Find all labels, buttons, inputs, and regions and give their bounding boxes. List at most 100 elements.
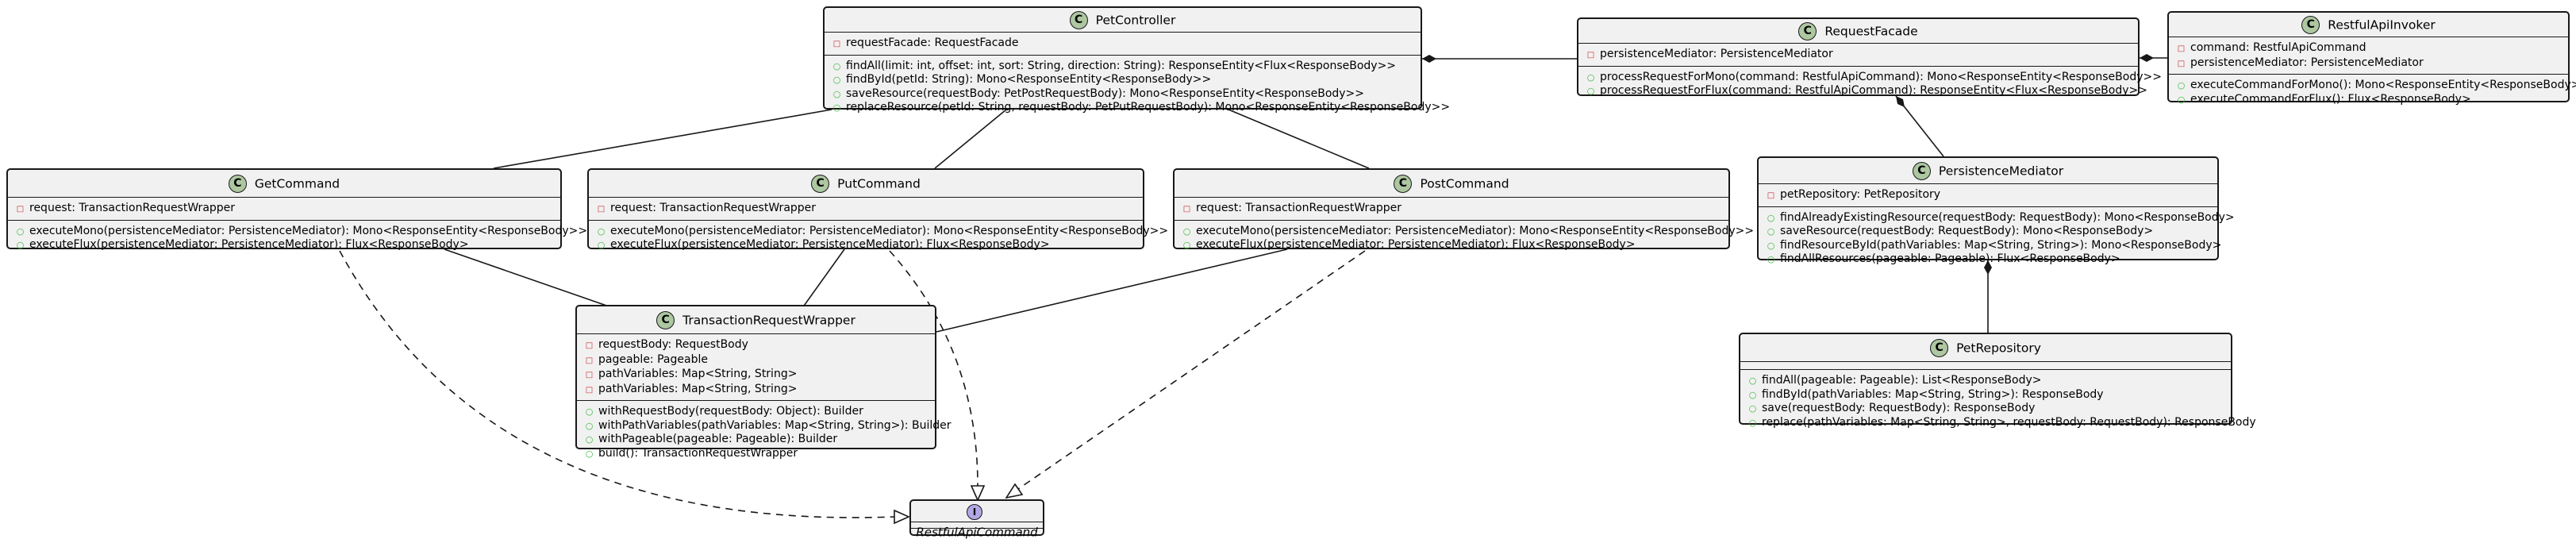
class-icon: C	[656, 311, 675, 329]
relation-petcontroller-postcommand	[1228, 109, 1370, 169]
method-row: ○saveResource(requestBody: RequestBody):…	[1759, 225, 2217, 239]
methods-section: ○findAlreadyExistingResource(requestBody…	[1759, 206, 2235, 270]
class-name: RequestFacade	[1824, 24, 1918, 39]
method-row: ○findById(petId: String): Mono<ResponseE…	[825, 73, 1421, 87]
methods-section: ○executeMono(persistenceMediator: Persis…	[589, 219, 1168, 256]
method-text: executeCommandForFlux(): Flux<ResponseBo…	[2190, 92, 2471, 106]
public-visibility-icon: ○	[832, 102, 841, 113]
class-name: PutCommand	[837, 176, 921, 191]
method-row: ○findAll(limit: int, offset: int, sort: …	[825, 60, 1421, 74]
class-icon: C	[1069, 11, 1088, 29]
class-transactionrequestwrapper[interactable]: C TransactionRequestWrapper □ requestBody:…	[575, 305, 951, 460]
fields-section	[1740, 361, 2231, 369]
class-icon: C	[1912, 162, 1931, 180]
public-visibility-icon: ○	[2177, 94, 2186, 105]
method-row: ○findAllResources(pageable: Pageable): F…	[1759, 252, 2217, 267]
class-getcommand[interactable]: C GetCommand □ request: TransactionRequest…	[6, 168, 587, 251]
method-text: withPathVariables(pathVariables: Map<Str…	[598, 418, 952, 432]
class-icon: C	[228, 175, 247, 193]
class-name: PetController	[1095, 13, 1176, 28]
interface-name: RestfulApiCommand	[916, 525, 1038, 540]
method-row: ○ executeFlux(persistenceMediator: Persis…	[1175, 238, 1728, 252]
method-row: ○processRequestForFlux(command: RestfulA…	[1578, 84, 2147, 98]
class-petcontroller[interactable]: C PetController □requestFacade: RequestFa…	[823, 6, 1450, 114]
class-name: PersistenceMediator	[1938, 164, 2064, 179]
fields-section: □ request: TransactionRequestWrapper	[1175, 197, 1728, 220]
method-row: ○withPathVariables(pathVariables: Map<St…	[577, 419, 952, 433]
field-text: requestBody: RequestBody	[598, 338, 748, 351]
relation-persistencemediator-petrepository	[1984, 260, 1992, 333]
field-text: command: RestfulApiCommand	[2190, 41, 2366, 54]
methods-section: ○ processRequestForMono(command: RestfulA…	[1578, 65, 2162, 102]
private-visibility-icon: □	[2177, 44, 2186, 53]
method-row: ○findResourceById(pathVariables: Map<Str…	[1759, 239, 2222, 253]
public-visibility-icon: ○	[585, 406, 594, 417]
field-text: pathVariables: Map<String, String>	[598, 382, 798, 395]
field-row: □pageable: Pageable	[577, 353, 935, 368]
field-row: □ command: RestfulApiCommand	[2169, 41, 2568, 56]
relation-getcommand-transactionrequestwrapper	[444, 248, 614, 309]
private-visibility-icon: □	[585, 356, 594, 365]
method-row: ○findAlreadyExistingResource(requestBody…	[1759, 211, 2235, 225]
method-row: ○findById(pathVariables: Map<String, Str…	[1740, 388, 2231, 402]
public-visibility-icon: ○	[16, 240, 25, 250]
public-visibility-icon: ○	[832, 88, 841, 99]
public-visibility-icon: ○	[1748, 375, 1757, 386]
method-row: ○executeFlux(persistenceMediator: Persis…	[589, 238, 1143, 252]
public-visibility-icon: ○	[1767, 254, 1775, 264]
class-name: GetCommand	[254, 176, 340, 191]
class-icon: C	[1394, 175, 1413, 193]
methods-section: ○executeMono(persistenceMediator: Persis…	[8, 219, 587, 256]
class-name: PostCommand	[1420, 176, 1509, 191]
private-visibility-icon: □	[585, 341, 594, 350]
methods-section	[911, 528, 1043, 534]
field-text: persistenceMediator: PersistenceMediator	[2190, 56, 2424, 69]
method-row: ○replaceResource(petId: String, requestB…	[825, 101, 1450, 115]
method-text: executeFlux(persistenceMediator: Persist…	[29, 238, 469, 251]
private-visibility-icon: □	[1767, 191, 1775, 200]
relation-putcommand-transactionrequestwrapper	[802, 248, 845, 309]
method-row: ○build(): TransactionRequestWrapper	[577, 447, 935, 461]
method-row: ○ executeCommandForFlux(): Flux<ResponseB…	[2169, 93, 2568, 107]
field-text: petRepository: PetRepository	[1780, 188, 1941, 201]
public-visibility-icon: ○	[585, 434, 594, 445]
method-text: processRequestForMono(command: RestfulAp…	[1600, 70, 2162, 83]
public-visibility-icon: ○	[597, 240, 606, 250]
fields-section: □ request: TransactionRequestWrapper	[8, 197, 560, 220]
class-name: TransactionRequestWrapper	[682, 313, 855, 328]
class-postcommand[interactable]: C PostCommand □ request: TransactionReques…	[1173, 168, 1754, 252]
private-visibility-icon: □	[585, 371, 594, 379]
method-text: save(requestBody: RequestBody): Response…	[1762, 402, 2036, 414]
fields-section: □requestFacade: RequestFacade	[825, 32, 1421, 55]
method-row: ○executeMono(persistenceMediator: Persis…	[589, 225, 1168, 239]
public-visibility-icon: ○	[585, 448, 594, 459]
public-visibility-icon: ○	[1182, 240, 1191, 250]
class-persistencemediator[interactable]: C PersistenceMediator □ petRepository: Pet…	[1757, 156, 2235, 265]
methods-section: ○findAll(limit: int, offset: int, sort: …	[825, 54, 1450, 118]
private-visibility-icon: □	[1182, 205, 1191, 214]
method-text: replace(pathVariables: Map<String, Strin…	[1762, 415, 2256, 429]
relation-requestfacade-restfulapiinvoker	[2140, 54, 2167, 62]
public-visibility-icon: ○	[1748, 403, 1757, 414]
method-row: ○replace(pathVariables: Map<String, Stri…	[1740, 416, 2256, 430]
fields-section: □persistenceMediator: PersistenceMediato…	[1578, 43, 2138, 66]
private-visibility-icon: □	[16, 205, 25, 214]
private-visibility-icon: □	[2177, 59, 2186, 68]
method-row: ○findAll(pageable: Pageable): List<Respo…	[1740, 374, 2231, 388]
public-visibility-icon: ○	[1748, 389, 1757, 400]
public-visibility-icon: ○	[16, 225, 25, 237]
class-icon: C	[2301, 16, 2320, 34]
methods-section: ○withRequestBody(requestBody: Object): B…	[577, 400, 952, 464]
interface-restfulapicommand[interactable]: I RestfulApiCommand	[909, 499, 1044, 540]
interface-icon: I	[967, 503, 982, 520]
method-row: ○saveResource(requestBody: PetPostReques…	[825, 87, 1421, 102]
relation-putcommand-restfulapicommand	[889, 250, 986, 502]
field-text: request: TransactionRequestWrapper	[29, 202, 236, 214]
method-text: executeFlux(persistenceMediator: Persist…	[1196, 238, 1636, 251]
field-text: request: TransactionRequestWrapper	[1196, 202, 1402, 214]
public-visibility-icon: ○	[1586, 86, 1595, 96]
